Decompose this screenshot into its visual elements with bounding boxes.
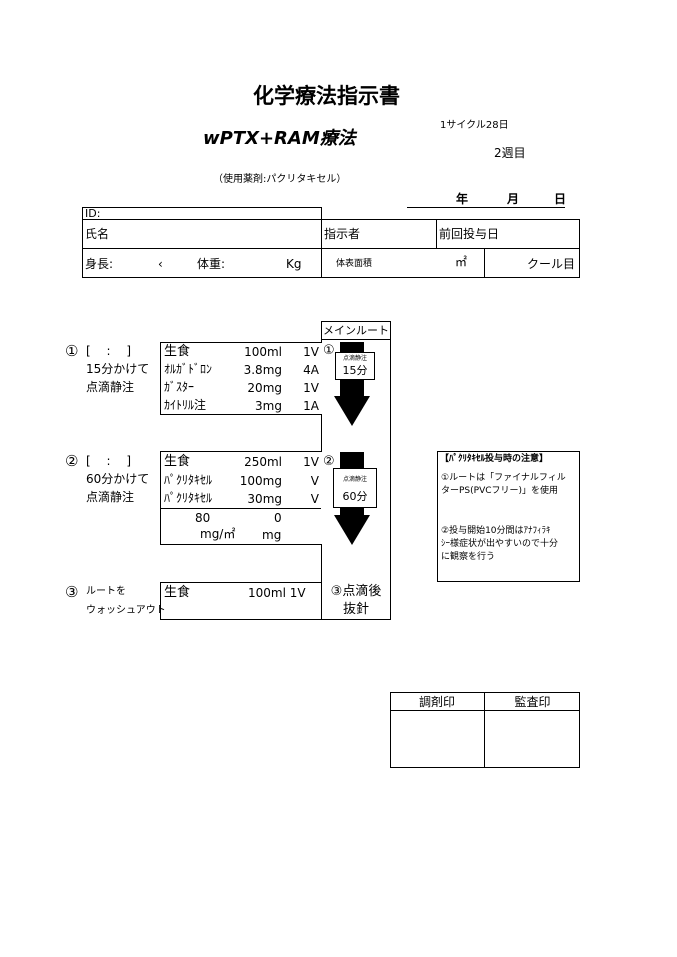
weight-unit: Kg <box>286 257 302 271</box>
step2-calc-unit1: mg/㎡ <box>200 527 236 541</box>
caution-box <box>437 451 580 582</box>
step2-row3-qty: V <box>310 492 319 506</box>
step1-row1-drug: 生食 <box>164 344 191 359</box>
step2-infusion-small: 点滴静注 <box>342 476 367 483</box>
step3-desc1: ルートを <box>86 586 126 597</box>
step2-drug-table <box>160 451 322 545</box>
page-title: 化学療法指示書 <box>253 84 400 108</box>
dispense-stamp-label: 調剤印 <box>418 695 455 709</box>
step2-row2-qty: V <box>310 474 319 488</box>
step2-row3-drug: ﾊﾟｸﾘﾀｷｾﾙ <box>164 491 213 505</box>
step2-calc-unit2: mg <box>262 528 282 542</box>
step1-row3-dose: 20mg <box>247 381 282 395</box>
regimen-name: wPTX+RAM療法 <box>203 128 356 149</box>
date-month-label: 月 <box>507 192 520 206</box>
main-route-step1-num: ① <box>323 343 335 358</box>
step2-time: [ : ] <box>86 454 132 468</box>
bsa-unit: ㎡ <box>455 255 468 269</box>
main-route-label: メインルート <box>323 324 389 337</box>
step1-desc2: 点滴静注 <box>86 380 135 394</box>
step1-row2-drug: ｵﾙｶﾞﾄﾞﾛﾝ <box>164 362 213 376</box>
step2-row2-drug: ﾊﾟｸﾘﾀｷｾﾙ <box>164 473 213 487</box>
step1-row3-drug: ｶﾞｽﾀｰ <box>164 380 195 394</box>
caution-item2-line3: に観察を行う <box>441 552 496 562</box>
step2-calc-value1: 80 <box>195 511 211 525</box>
step3-number: ③ <box>65 583 79 601</box>
date-day-label: 日 <box>554 192 567 206</box>
audit-stamp-label: 監査印 <box>514 695 551 709</box>
main-route-step2-num: ② <box>323 454 335 469</box>
step2-row1-dose: 250ml <box>244 455 282 469</box>
step2-calc-value2: 0 <box>274 511 282 525</box>
caution-item1-line1: ①ルートは「ファイナルフィル <box>441 473 566 483</box>
step3-dose: 100ml 1V <box>248 586 306 600</box>
step1-row2-dose: 3.8mg <box>243 363 282 377</box>
step2-row3-dose: 30mg <box>247 492 282 506</box>
height-label: 身長: <box>85 257 114 271</box>
step1-row1-dose: 100ml <box>244 345 282 359</box>
step2-row2-dose: 100mg <box>239 474 282 488</box>
step2-row1-drug: 生食 <box>164 454 191 469</box>
weight-label: 体重: <box>197 257 226 271</box>
step1-row4-drug: ｶｲﾄﾘﾙ注 <box>164 398 207 412</box>
stamp-table <box>390 692 580 768</box>
date-year-label: 年 <box>456 192 469 206</box>
step2-desc2: 点滴静注 <box>86 490 135 504</box>
name-label: 氏名 <box>85 227 110 241</box>
bsa-label: 体表面積 <box>336 259 373 269</box>
id-label: ID: <box>85 207 101 220</box>
step2-infusion-time: 60分 <box>342 490 368 503</box>
week-number: 2週目 <box>494 146 526 160</box>
main-route-step3-line2: 抜針 <box>342 602 369 617</box>
step1-desc1: 15分かけて <box>86 362 150 376</box>
course-label: クール目 <box>527 257 576 271</box>
step1-infusion-box: 点滴静注 15分 <box>335 352 375 380</box>
step3-drug: 生食 <box>164 585 191 600</box>
dispense-stamp-area[interactable] <box>391 711 484 767</box>
date-underline <box>407 207 565 208</box>
caution-item1-line2: ターPS(PVCフリー)」を使用 <box>441 486 559 496</box>
step1-time: [ : ] <box>86 344 132 358</box>
prev-dose-label: 前回投与日 <box>439 227 500 241</box>
step1-row4-qty: 1A <box>303 399 319 413</box>
drug-used-note: （使用薬剤:パクリタキセル） <box>213 174 347 185</box>
caution-title: 【ﾊﾟｸﾘﾀｷｾﾙ投与時の注意】 <box>440 454 549 464</box>
height-unit: ‹ <box>158 257 163 271</box>
step1-row2-qty: 4A <box>303 363 319 377</box>
step1-row3-qty: 1V <box>303 381 319 395</box>
step2-row1-qty: 1V <box>303 455 319 469</box>
cycle-length: 1サイクル28日 <box>440 120 509 131</box>
step1-infusion-small: 点滴静注 <box>342 355 367 362</box>
step2-number: ② <box>65 452 79 470</box>
orderer-label: 指示者 <box>324 227 361 241</box>
step1-arrow-head <box>334 396 370 426</box>
step2-desc1: 60分かけて <box>86 472 150 486</box>
step2-infusion-box: 点滴静注 60分 <box>333 468 377 508</box>
caution-item2-line1: ②投与開始10分間はｱﾅﾌｨﾗｷ <box>441 526 551 536</box>
step2-arrow-head <box>334 515 370 545</box>
caution-item2-line2: ｼｰ様症状が出やすいので十分 <box>441 539 559 549</box>
step1-drug-table <box>160 342 322 415</box>
step1-row1-qty: 1V <box>303 345 319 359</box>
step1-row4-dose: 3mg <box>255 399 282 413</box>
step3-desc2: ウォッシュアウト <box>86 605 166 616</box>
step1-number: ① <box>65 342 79 360</box>
main-route-step3-line1: ③点滴後 <box>330 584 382 599</box>
audit-stamp-area[interactable] <box>485 711 579 767</box>
step1-infusion-time: 15分 <box>342 364 368 377</box>
